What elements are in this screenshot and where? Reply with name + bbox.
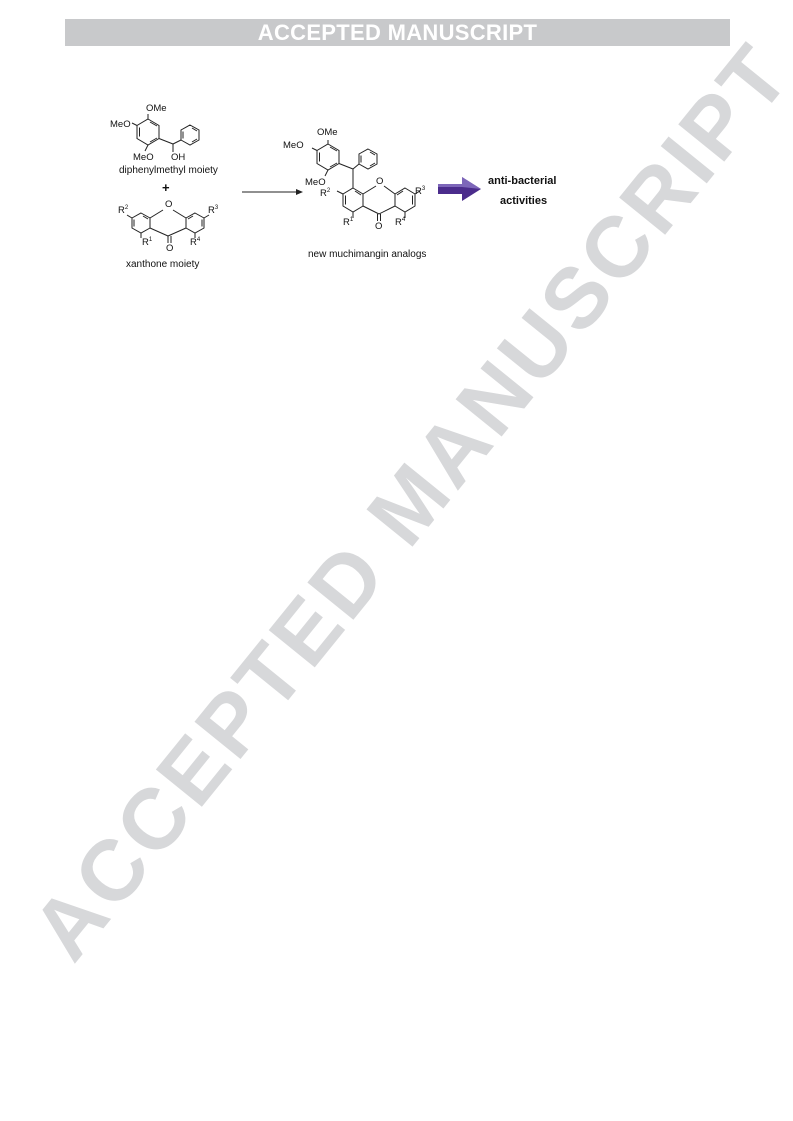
r2-label: R2 [118, 205, 129, 217]
product-xanthone-core [336, 185, 421, 221]
ring-oxygen-label: O [165, 199, 173, 210]
meo-label: MeO [110, 119, 131, 130]
anti-bacterial-label: anti-bacterial [488, 175, 557, 187]
product-r3-label: R3 [415, 186, 426, 198]
product-meo-label: MeO [283, 140, 304, 151]
r3-label: R3 [208, 205, 219, 217]
product-ome-label: OMe [317, 127, 338, 138]
plus-sign: + [162, 180, 170, 195]
graphical-abstract-scheme: OMe MeO MeO OH diphenylmethyl moiety + R… [100, 100, 580, 290]
xanthone-core [126, 209, 210, 243]
phenyl-ring [172, 124, 200, 152]
meo-bottom-label: MeO [133, 152, 154, 163]
diphenylmethyl-caption: diphenylmethyl moiety [119, 165, 218, 176]
product-trimethoxyphenyl-ring [311, 140, 354, 177]
r1-label: R1 [142, 237, 153, 249]
product-phenyl-ring [352, 148, 378, 188]
activity-arrow [438, 177, 481, 201]
trimethoxyphenyl-ring [131, 114, 174, 152]
scheme-drawing [126, 114, 481, 243]
activities-label: activities [500, 195, 548, 207]
product-ring-oxygen-label: O [376, 176, 384, 187]
product-r1-label: R1 [343, 217, 354, 229]
ome-label: OMe [146, 103, 167, 114]
product-carbonyl-oxygen-label: O [375, 221, 383, 232]
product-meo-bottom-label: MeO [305, 177, 326, 188]
r4-label: R4 [190, 237, 201, 249]
product-r2-label: R2 [320, 188, 331, 200]
carbonyl-oxygen-label: O [166, 243, 174, 254]
accepted-manuscript-banner: ACCEPTED MANUSCRIPT [65, 19, 730, 46]
oh-label: OH [171, 152, 186, 163]
product-r4-label: R4 [395, 217, 406, 229]
product-caption: new muchimangin analogs [308, 249, 427, 260]
xanthone-caption: xanthone moiety [126, 259, 200, 270]
